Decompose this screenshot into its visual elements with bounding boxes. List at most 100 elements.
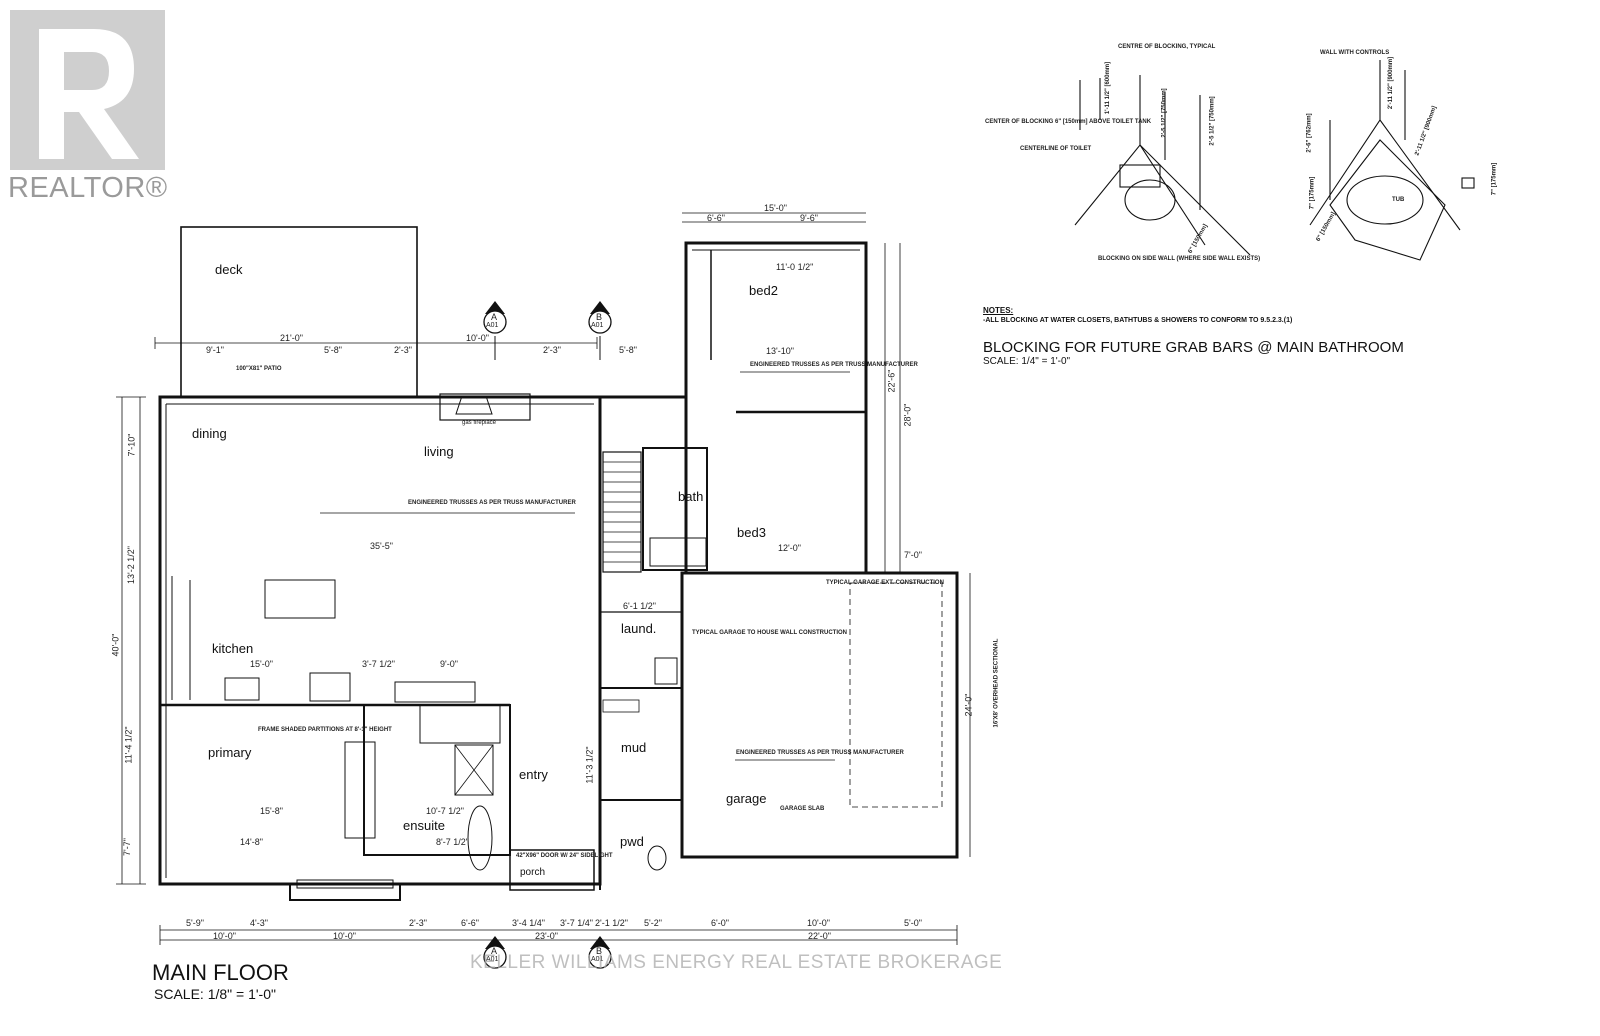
dimension-label: 5'-8" bbox=[619, 345, 637, 355]
room-label-laundry: laund. bbox=[621, 621, 657, 636]
dimension-label: 4'-3" bbox=[250, 918, 268, 928]
section-marker-a-bottom-sheet: A01 bbox=[486, 956, 499, 963]
dimension-label: 3'-4 1/4" bbox=[512, 918, 545, 928]
blocking-detail-scale: SCALE: 1/4" = 1'-0" bbox=[983, 356, 1071, 367]
section-marker-b-top: B bbox=[596, 312, 603, 322]
dimension-label: 9'-1" bbox=[206, 345, 224, 355]
dimension-laundry-width: 6'-1 1/2" bbox=[623, 601, 656, 611]
section-marker-b-bottom-sheet: A01 bbox=[591, 956, 604, 963]
dimension-entry-depth: 11'-3 1/2" bbox=[584, 746, 595, 784]
dimension-bed3-width: 12'-0" bbox=[778, 543, 801, 553]
blocking-dimension: 2'-6" [762mm] bbox=[1306, 113, 1313, 153]
blocking-tub-label: TUB bbox=[1392, 197, 1405, 203]
section-marker-b-top-sheet: A01 bbox=[591, 322, 604, 329]
blocking-detail-toilet bbox=[1074, 75, 1251, 256]
note-fireplace: gas fireplace bbox=[462, 420, 497, 426]
room-label-entry: entry bbox=[519, 767, 548, 782]
dimension-label: 5'-8" bbox=[324, 345, 342, 355]
section-marker-a-top: A bbox=[491, 312, 498, 322]
dimension-overall-wing: 15'-0" bbox=[764, 203, 787, 213]
blocking-detail-tub bbox=[1309, 60, 1475, 261]
dimension-primary-width: 15'-8" bbox=[260, 806, 283, 816]
realtor-logo bbox=[10, 10, 165, 170]
blocking-dimension: 1'-11 1/2" [600mm] bbox=[1105, 61, 1112, 115]
room-label-powder: pwd bbox=[620, 834, 644, 849]
note-garage-exterior: TYPICAL GARAGE EXT. CONSTRUCTION bbox=[826, 580, 944, 586]
dimension-label: 23'-0" bbox=[535, 931, 558, 941]
garage-walls bbox=[680, 571, 959, 859]
drawing-scale: SCALE: 1/8" = 1'-0" bbox=[154, 986, 276, 1002]
room-label-bath: bath bbox=[678, 489, 704, 504]
note-garage-door: 16'X8' OVERHEAD SECTIONAL bbox=[993, 638, 1000, 728]
blocking-center-above-label: CENTER OF BLOCKING 6" [150mm] ABOVE TOIL… bbox=[985, 119, 1152, 125]
dimension-primary-width-2: 14'-8" bbox=[240, 837, 263, 847]
dimension-overall-depth: 40'-0" bbox=[110, 633, 121, 657]
dimension-label: 5'-9" bbox=[186, 918, 204, 928]
blocking-notes-heading: NOTES: bbox=[983, 306, 1014, 315]
section-marker-b-bottom: B bbox=[596, 946, 603, 956]
section-marker-a-bottom: A bbox=[491, 946, 498, 956]
blocking-detail-title: BLOCKING FOR FUTURE GRAB BARS @ MAIN BAT… bbox=[983, 339, 1404, 356]
note-garage-house-wall: TYPICAL GARAGE TO HOUSE WALL CONSTRUCTIO… bbox=[692, 630, 848, 636]
dimension-label: 5'-0" bbox=[904, 918, 922, 928]
dimension-living-span: 35'-5" bbox=[370, 541, 393, 551]
dimension-label: 10'-0" bbox=[333, 931, 356, 941]
dimension-label: 7'-10" bbox=[126, 433, 137, 457]
room-label-dining: dining bbox=[192, 426, 227, 441]
note-garage-slab: GARAGE SLAB bbox=[780, 806, 825, 812]
dimension-label: 7'-0" bbox=[904, 550, 922, 560]
room-label-mud: mud bbox=[621, 740, 647, 755]
brokerage-watermark: KELLER WILLIAMS ENERGY REAL ESTATE BROKE… bbox=[470, 952, 1003, 973]
dimension-label: 6'-0" bbox=[711, 918, 729, 928]
room-label-primary: primary bbox=[208, 745, 252, 760]
realtor-wordmark: REALTOR® bbox=[8, 172, 168, 204]
dimension-label: 3'-7 1/4" bbox=[560, 918, 593, 928]
dimension-label: 2'-3" bbox=[394, 345, 412, 355]
drawing-title: MAIN FLOOR bbox=[152, 960, 289, 985]
blocking-centre-label: CENTRE OF BLOCKING, TYPICAL bbox=[1118, 44, 1216, 50]
dimension-label: 9'-6" bbox=[800, 213, 818, 223]
dimension-ensuite-width-2: 8'-7 1/2" bbox=[436, 837, 469, 847]
blocking-side-wall-label: BLOCKING ON SIDE WALL (WHERE SIDE WALL E… bbox=[1098, 256, 1261, 262]
section-marker-a-top-sheet: A01 bbox=[486, 322, 499, 329]
dimension-label: 10'-0" bbox=[213, 931, 236, 941]
dimension-label: 2'-1 1/2" bbox=[595, 918, 628, 928]
blocking-dimension: 7" [175mm] bbox=[1491, 162, 1498, 196]
dimension-label: 6'-6" bbox=[461, 918, 479, 928]
room-label-kitchen: kitchen bbox=[212, 641, 254, 656]
dimension-label: 3'-7 1/2" bbox=[362, 659, 395, 669]
dimension-garage-depth: 24'-0" bbox=[963, 693, 974, 717]
room-label-ensuite: ensuite bbox=[403, 818, 445, 833]
dimension-ensuite-width: 10'-7 1/2" bbox=[426, 806, 464, 816]
note-trusses-bed2: ENGINEERED TRUSSES AS PER TRUSS MANUFACT… bbox=[750, 362, 918, 368]
room-label-living: living bbox=[424, 444, 454, 459]
room-label-bed3: bed3 bbox=[737, 525, 766, 540]
deck-outline bbox=[180, 226, 418, 398]
blocking-dimension: 2'-11 1/2" [900mm] bbox=[1388, 56, 1395, 110]
room-label-garage: garage bbox=[726, 791, 767, 806]
dimension-label: 11'-4 1/2" bbox=[123, 726, 134, 764]
blocking-dimension: 2'-5 1/2" [750mm] bbox=[1209, 96, 1216, 146]
blocking-centerline-label: CENTERLINE OF TOILET bbox=[1020, 146, 1092, 152]
dimension-label: 10'-0" bbox=[807, 918, 830, 928]
dimension-label: 10'-0" bbox=[466, 333, 489, 343]
dimension-label: 22'-6" bbox=[886, 369, 897, 393]
blocking-notes-text: -ALL BLOCKING AT WATER CLOSETS, BATHTUBS… bbox=[983, 317, 1293, 324]
dimension-label: 9'-0" bbox=[440, 659, 458, 669]
note-front-door: 42"X96" DOOR W/ 24" SIDELIGHT bbox=[516, 853, 613, 859]
dimension-label: 13'-2 1/2" bbox=[125, 546, 136, 584]
dimension-bed2-width: 11'-0 1/2" bbox=[776, 262, 814, 272]
dimension-label: 2'-3" bbox=[409, 918, 427, 928]
note-trusses-living: ENGINEERED TRUSSES AS PER TRUSS MANUFACT… bbox=[408, 500, 576, 506]
dimension-label: 2'-3" bbox=[543, 345, 561, 355]
note-patio-door: 100"X81" PATIO bbox=[236, 366, 282, 372]
blocking-dimension: 2'-5 1/2" [750mm] bbox=[1161, 88, 1168, 138]
dimension-label: 5'-2" bbox=[644, 918, 662, 928]
note-trusses-garage: ENGINEERED TRUSSES AS PER TRUSS MANUFACT… bbox=[736, 750, 904, 756]
blocking-dimension: 7" [175mm] bbox=[1309, 176, 1316, 210]
dimension-label: 7'-7" bbox=[121, 838, 132, 856]
room-label-porch: porch bbox=[520, 867, 546, 878]
room-label-deck: deck bbox=[215, 262, 243, 277]
dimension-kitchen-width: 15'-0" bbox=[250, 659, 273, 669]
